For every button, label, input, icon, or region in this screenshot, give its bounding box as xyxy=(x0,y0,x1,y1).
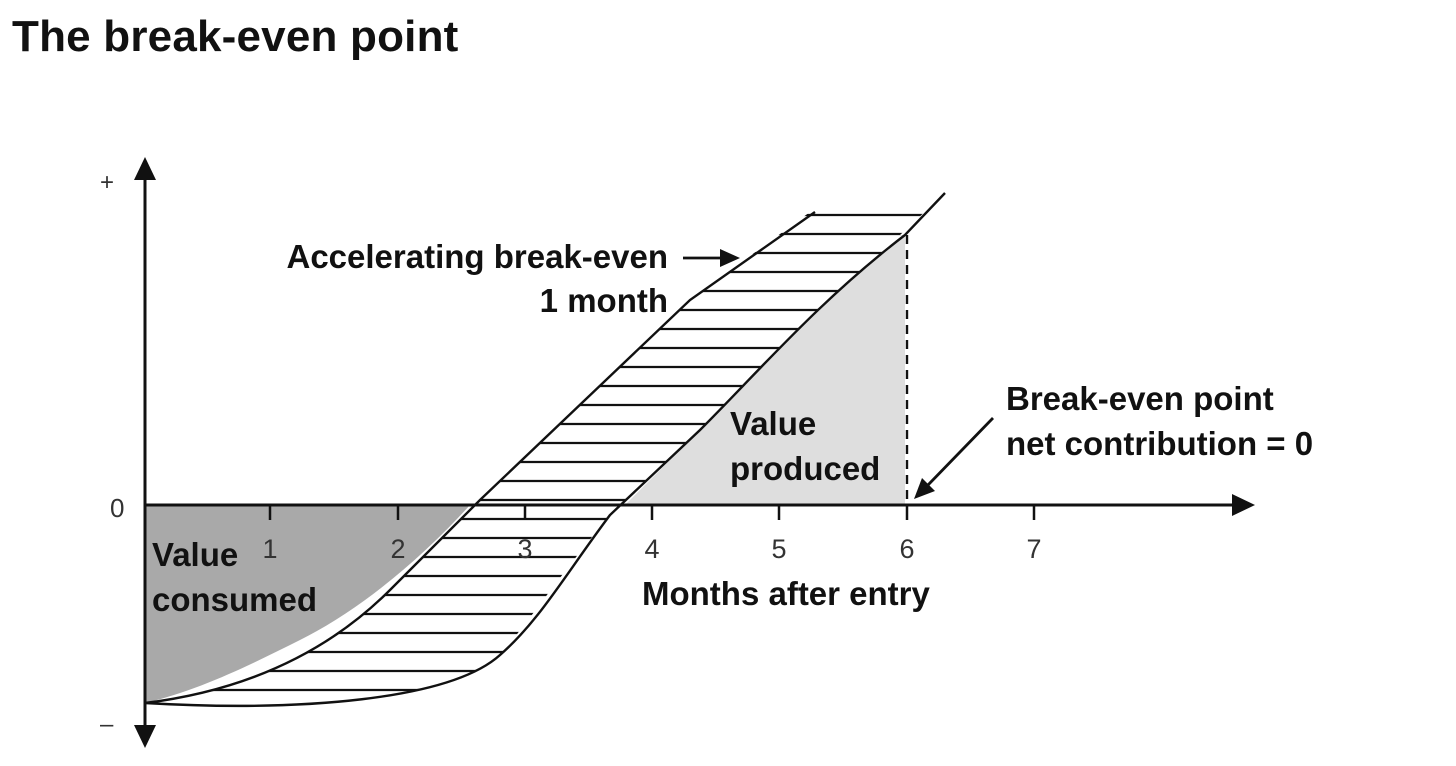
accelerating-arrow-head xyxy=(720,249,740,267)
breakeven-label-2: net contribution = 0 xyxy=(1006,425,1313,462)
x-axis-title: Months after entry xyxy=(642,575,931,612)
y-axis-zero-label: 0 xyxy=(110,493,124,523)
y-axis-arrow-down xyxy=(134,725,156,748)
x-tick-label: 5 xyxy=(771,534,786,564)
value-produced-label-1: Value xyxy=(730,405,816,442)
x-tick-label: 6 xyxy=(899,534,914,564)
accelerating-label-2: 1 month xyxy=(540,282,668,319)
x-tick-label: 3 xyxy=(517,534,532,564)
breakeven-arrow-head xyxy=(914,478,935,499)
x-axis-arrow xyxy=(1232,494,1255,516)
accelerated-breakeven-curve xyxy=(144,211,816,705)
y-axis-minus-label: – xyxy=(100,711,114,738)
page-title: The break-even point xyxy=(12,12,459,61)
x-tick-label: 7 xyxy=(1026,534,1041,564)
slow-breakeven-curve xyxy=(144,192,946,707)
value-produced-label-2: produced xyxy=(730,450,880,487)
x-ticks xyxy=(268,505,1036,520)
x-tick-label: 1 xyxy=(262,534,277,564)
y-axis-plus-label: + xyxy=(100,169,114,196)
value-consumed-label-2: consumed xyxy=(152,581,317,618)
y-axis-arrow-up xyxy=(134,157,156,180)
breakeven-arrow-shaft xyxy=(926,417,995,486)
accelerating-label-1: Accelerating break-even xyxy=(286,238,668,275)
value-consumed-label-1: Value xyxy=(152,536,238,573)
value-produced-region xyxy=(625,235,905,505)
value-consumed-region xyxy=(145,505,470,703)
breakeven-label-1: Break-even point xyxy=(1006,380,1274,417)
x-tick-label: 4 xyxy=(644,534,659,564)
x-tick-label: 2 xyxy=(390,534,405,564)
